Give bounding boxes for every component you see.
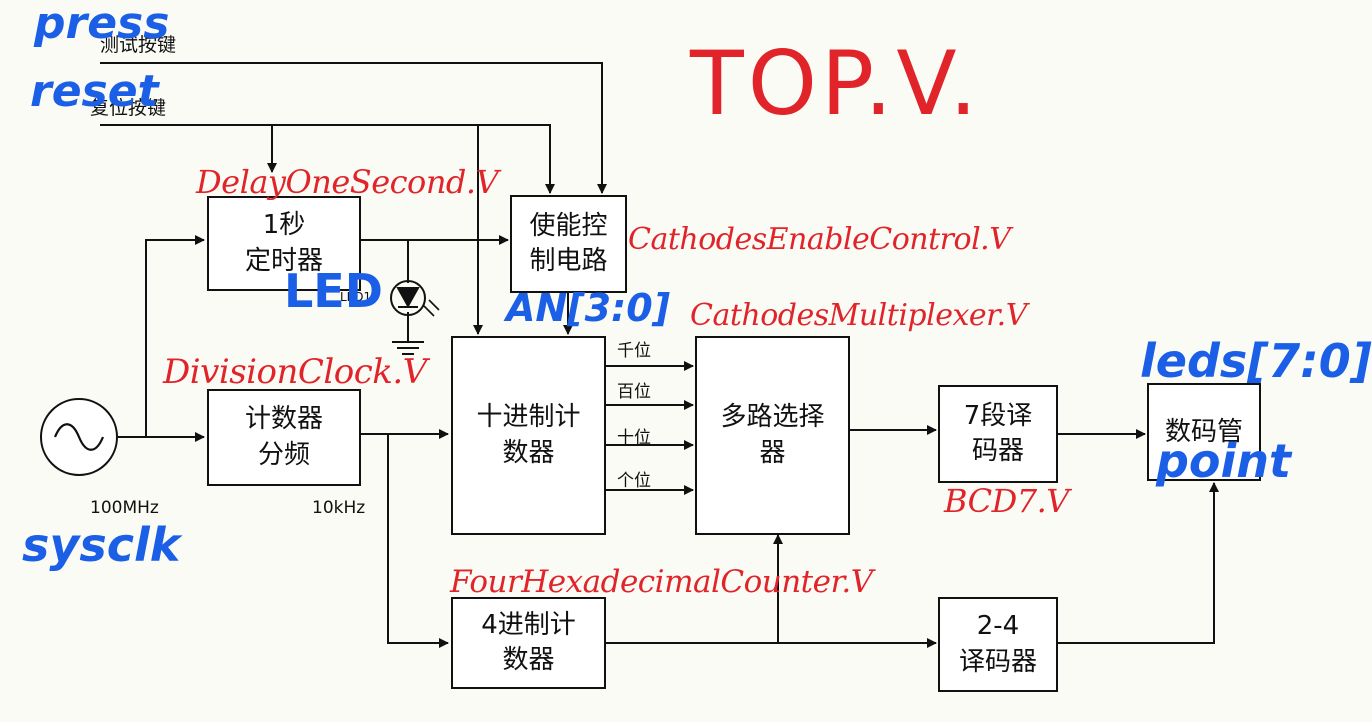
led-icon	[390, 280, 440, 317]
diagram-wires	[40, 62, 1219, 648]
enable-control-block: 使能控 制电路	[510, 195, 627, 293]
test-key-label: 测试按键	[100, 34, 177, 56]
display-label: 数码管	[1164, 417, 1243, 447]
annotation-sysclk: sysclk	[22, 518, 181, 572]
oscillator-icon	[40, 398, 118, 476]
wire-div-counter4	[387, 434, 449, 648]
digit-hundreds-label: 百位	[617, 382, 651, 402]
bcd7-decoder-block: 7段译 码器	[938, 385, 1058, 483]
annotation-delay: DelayOneSecond.V	[196, 163, 499, 201]
divider-label: 计数器 分频	[244, 404, 323, 470]
freq-in-label: 100MHz	[90, 498, 159, 518]
annotation-division: DivisionClock.V	[163, 352, 427, 392]
multiplexer-label: 多路选择 器	[720, 402, 825, 468]
timer-block: 1秒 定时器	[207, 196, 361, 291]
divider-block: 计数器 分频	[207, 389, 361, 486]
counter4-label: 4进制计 数器	[481, 609, 576, 675]
wire-reset-key	[100, 124, 555, 194]
digit-thousands-label: 千位	[617, 341, 651, 361]
annotation-four: FourHexadecimalCounter.V	[450, 564, 873, 600]
annotation-bcd: BCD7.V	[944, 482, 1069, 520]
digit-ones-label: 个位	[617, 471, 651, 491]
decimal-counter-block: 十进制计 数器	[451, 336, 606, 535]
led-label: LED1	[340, 290, 372, 304]
multiplexer-block: 多路选择 器	[695, 336, 850, 535]
decoder24-label: 2-4 译码器	[958, 611, 1037, 677]
annotation-point: point	[1156, 434, 1292, 488]
annotation-an: AN[3:0]	[506, 286, 671, 330]
display-block: 数码管	[1147, 383, 1261, 481]
bcd7-decoder-label: 7段译 码器	[963, 400, 1033, 466]
wire-clk-timer	[118, 235, 205, 438]
annotation-press: press	[34, 0, 170, 49]
block-diagram: 测试按键 复位按键 1秒 定时器 使能控 制电路 计数器 分频 十进制计 数器 …	[22, 0, 1372, 692]
counter4-block: 4进制计 数器	[451, 597, 606, 689]
wire-test-key	[100, 62, 607, 194]
annotation-reset: reset	[30, 66, 159, 117]
digit-tens-label: 十位	[617, 428, 651, 448]
annotation-top: TOP.V.	[690, 32, 982, 135]
enable-control-label: 使能控 制电路	[529, 210, 608, 276]
decimal-counter-label: 十进制计 数器	[476, 402, 581, 468]
decoder24-block: 2-4 译码器	[938, 597, 1058, 692]
freq-out-label: 10kHz	[312, 498, 366, 518]
annotation-leds: leds[7:0]	[1140, 334, 1372, 388]
annotation-led: LED	[284, 264, 383, 318]
ground-icon	[392, 341, 424, 355]
annotation-enable: CathodesEnableControl.V	[628, 222, 1011, 257]
annotation-mux: CathodesMultiplexer.V	[690, 298, 1027, 333]
timer-block-label: 1秒 定时器	[244, 210, 323, 276]
reset-key-label: 复位按键	[90, 97, 167, 119]
